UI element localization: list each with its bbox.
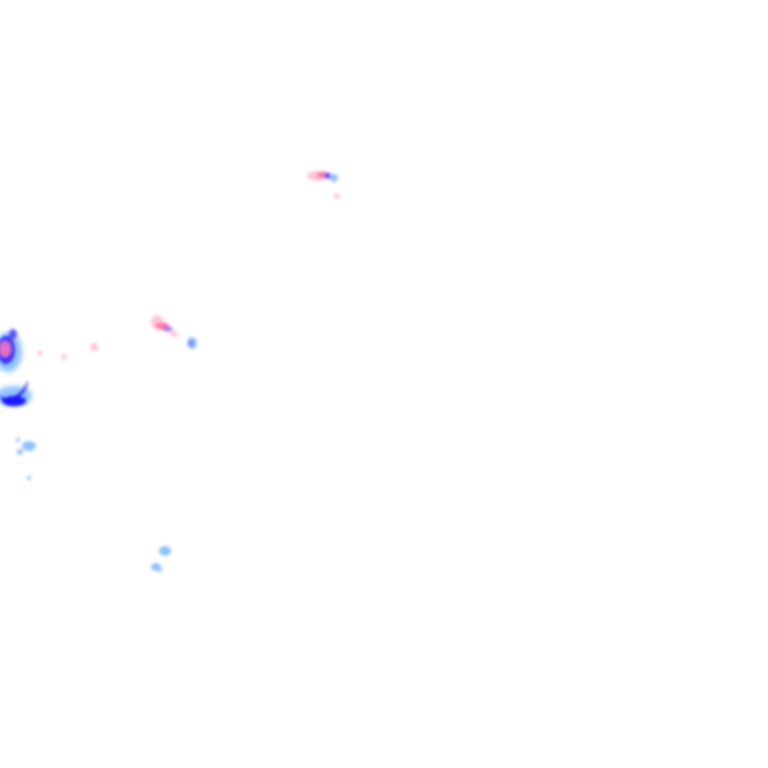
echo-cluster-lower-left <box>16 438 36 480</box>
echo-cluster-mid <box>37 315 197 360</box>
echo-cluster-bottom <box>151 546 171 572</box>
echo-cluster-left-edge <box>0 329 32 406</box>
echo-cluster-top <box>307 171 340 199</box>
